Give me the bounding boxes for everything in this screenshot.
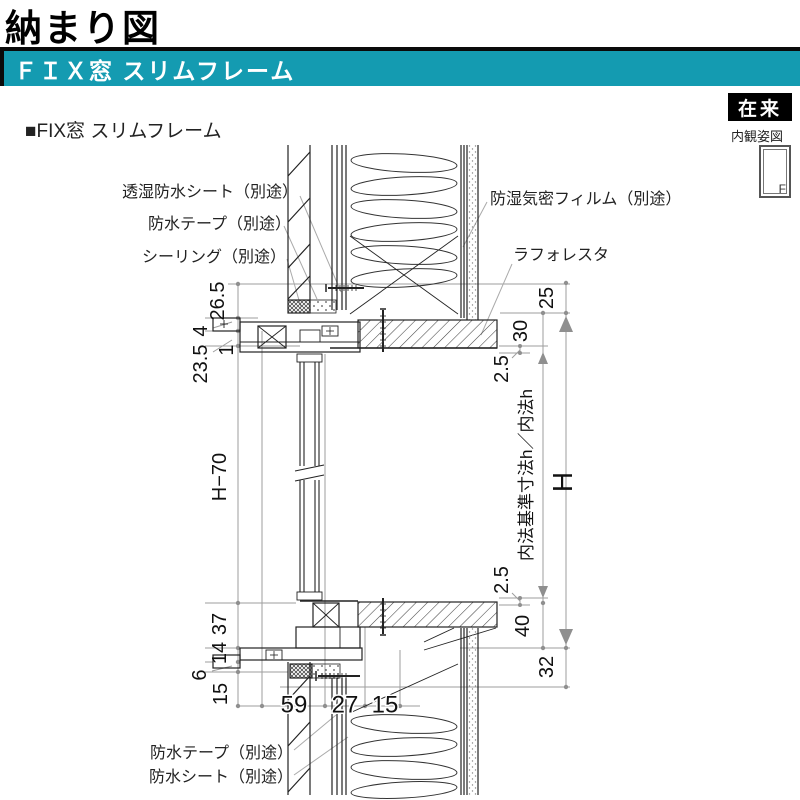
method-badge: 在来 bbox=[728, 93, 792, 121]
casing-head bbox=[357, 319, 498, 349]
dim-37: 37 bbox=[209, 613, 231, 635]
insulation-bottom bbox=[350, 714, 458, 799]
mortar-top bbox=[309, 299, 337, 314]
dimension-texts: 26.5 4 1 23.5 H−70 37 14 6 15 59 27 15 2… bbox=[189, 282, 578, 720]
dim-14: 14 bbox=[209, 642, 231, 664]
dim-inner-height-label: 内法基準寸法h／内法h bbox=[517, 389, 536, 561]
fix-window-letter: F bbox=[778, 182, 786, 196]
drawing-subtitle: ■FIX窓 スリムフレーム bbox=[25, 121, 222, 142]
dim-59: 59 bbox=[281, 692, 308, 719]
insulation-top bbox=[350, 153, 458, 288]
callout-laforesta: ラフォレスタ bbox=[513, 246, 609, 264]
wall-top bbox=[287, 145, 479, 320]
dim-27: 27 bbox=[332, 692, 359, 719]
dim-h-70: H−70 bbox=[209, 453, 231, 501]
break-mark bbox=[294, 464, 325, 472]
dim-15-left: 15 bbox=[210, 683, 232, 705]
dim-30: 30 bbox=[510, 320, 532, 342]
frame-sill-lip bbox=[212, 654, 241, 669]
wall-bottom bbox=[287, 628, 479, 799]
dim-23-5: 23.5 bbox=[190, 345, 212, 384]
section-banner-label: ＦＩＸ窓 スリムフレーム bbox=[14, 57, 296, 84]
screw-sill-vertical bbox=[380, 598, 386, 636]
callout-texts: 透湿防水シート（別途） 防水テープ（別途） シーリング（別途） 防湿気密フィルム… bbox=[122, 183, 681, 786]
casing-sill bbox=[357, 601, 498, 628]
dim-40: 40 bbox=[512, 615, 534, 637]
glazing bbox=[294, 353, 325, 601]
callout-sheet-top: 透湿防水シート（別途） bbox=[122, 183, 298, 201]
window-sill-detail bbox=[212, 598, 498, 681]
frame-sill-body bbox=[295, 626, 361, 649]
callout-leaders bbox=[283, 195, 513, 776]
page-title: 納まり図 bbox=[5, 8, 161, 49]
dim-26-5: 26.5 bbox=[207, 282, 229, 321]
dim-2-5-bottom: 2.5 bbox=[491, 566, 513, 594]
window-head-detail bbox=[212, 284, 498, 353]
dim-32: 32 bbox=[536, 656, 558, 678]
dim-2-5-top: 2.5 bbox=[491, 355, 513, 383]
callout-sealing: シーリング（別途） bbox=[142, 248, 286, 266]
callout-tape-bottom: 防水テープ（別途） bbox=[150, 744, 293, 762]
fix-window-icon: F bbox=[759, 145, 791, 198]
fix-window-icon-inner bbox=[763, 149, 787, 194]
dim-4: 4 bbox=[190, 325, 212, 336]
dim-1: 1 bbox=[216, 344, 238, 355]
view-caption: 内観姿図 bbox=[730, 129, 783, 144]
break-mark bbox=[294, 474, 325, 482]
section-banner: ＦＩＸ窓 スリムフレーム bbox=[0, 47, 800, 86]
dim-H: H bbox=[547, 472, 578, 492]
callout-tape-top: 防水テープ（別途） bbox=[148, 215, 291, 233]
dim-6: 6 bbox=[189, 669, 211, 680]
dimension-lines bbox=[205, 283, 570, 707]
callout-sheet-bottom: 防水シート（別途） bbox=[149, 768, 293, 786]
screw-top-horizontal bbox=[325, 284, 364, 292]
sealant-bottom bbox=[289, 663, 313, 679]
callout-film: 防湿気密フィルム（別途） bbox=[490, 190, 681, 208]
dim-25: 25 bbox=[536, 287, 558, 309]
sealant-top bbox=[287, 299, 311, 314]
dim-15-bottom: 15 bbox=[372, 692, 399, 719]
dimension-ticks bbox=[235, 280, 573, 709]
